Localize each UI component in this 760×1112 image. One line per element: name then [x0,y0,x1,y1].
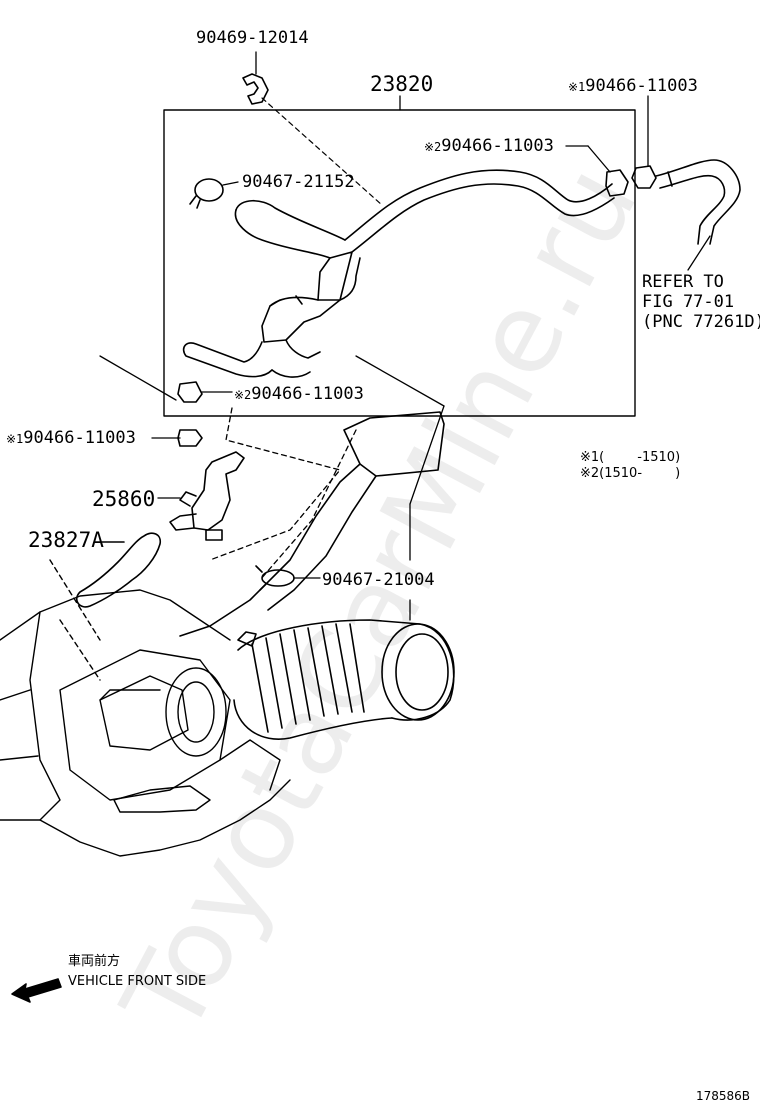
label-23827A: 23827A [28,528,104,552]
heat-shield [179,411,445,637]
label-90467-21152: 90467-21152 [242,172,355,192]
mark-1: ※1 [568,80,586,94]
mark-2: ※2 [424,140,442,154]
valve-25860 [157,451,245,541]
label-23820: 23820 [370,72,434,96]
legend-row-1: ※1( -1510) [580,450,681,465]
legend: ※1( -1510) ※2(1510- ) [580,450,680,482]
clamp-90466-11003-box-bottom [177,381,233,403]
clip-90467-21152 [189,178,239,209]
assembly-box-23820 [163,109,636,417]
label-90466-11003-top-right: ※190466-11003 [568,76,698,96]
label-90466-11003-box-bottom: ※290466-11003 [234,384,364,404]
hose-23827A [75,532,162,608]
clamp-90466-11003-inner [565,145,629,197]
mark-2: ※2 [234,388,252,402]
label-90466-11003-left: ※190466-11003 [6,428,136,448]
label-90466-11003-inner: ※290466-11003 [424,136,554,156]
intake-duct [233,619,455,740]
vehicle-front-arrow-icon [11,978,62,1003]
vehicle-front-en: VEHICLE FRONT SIDE [68,974,207,989]
label-90469-12014: 90469-12014 [196,28,309,48]
engine-block [0,559,291,857]
figure-id: 178586B [696,1089,751,1103]
outer-hose-to-fig-77-01 [655,159,741,271]
legend-row-2: ※2(1510- ) [580,466,681,481]
leader-lines [99,355,445,621]
label-90467-21004: 90467-21004 [322,570,435,590]
vehicle-front-jp: 車両前方 [68,954,121,969]
refer-line-3: (PNC 77261D) [642,312,760,332]
refer-note: REFER TO FIG 77-01 (PNC 77261D) [642,272,760,332]
refer-line-1: REFER TO [642,272,724,292]
clip-90467-21004 [255,565,321,591]
hose-assembly-23820 [182,169,615,378]
clip-90469-12014 [242,51,383,206]
clamp-90466-11003-left [151,429,203,447]
clamp-90466-11003-top-right [631,95,657,189]
label-25860: 25860 [92,487,156,511]
mark-1: ※1 [6,432,24,446]
refer-line-2: FIG 77-01 [642,292,735,312]
